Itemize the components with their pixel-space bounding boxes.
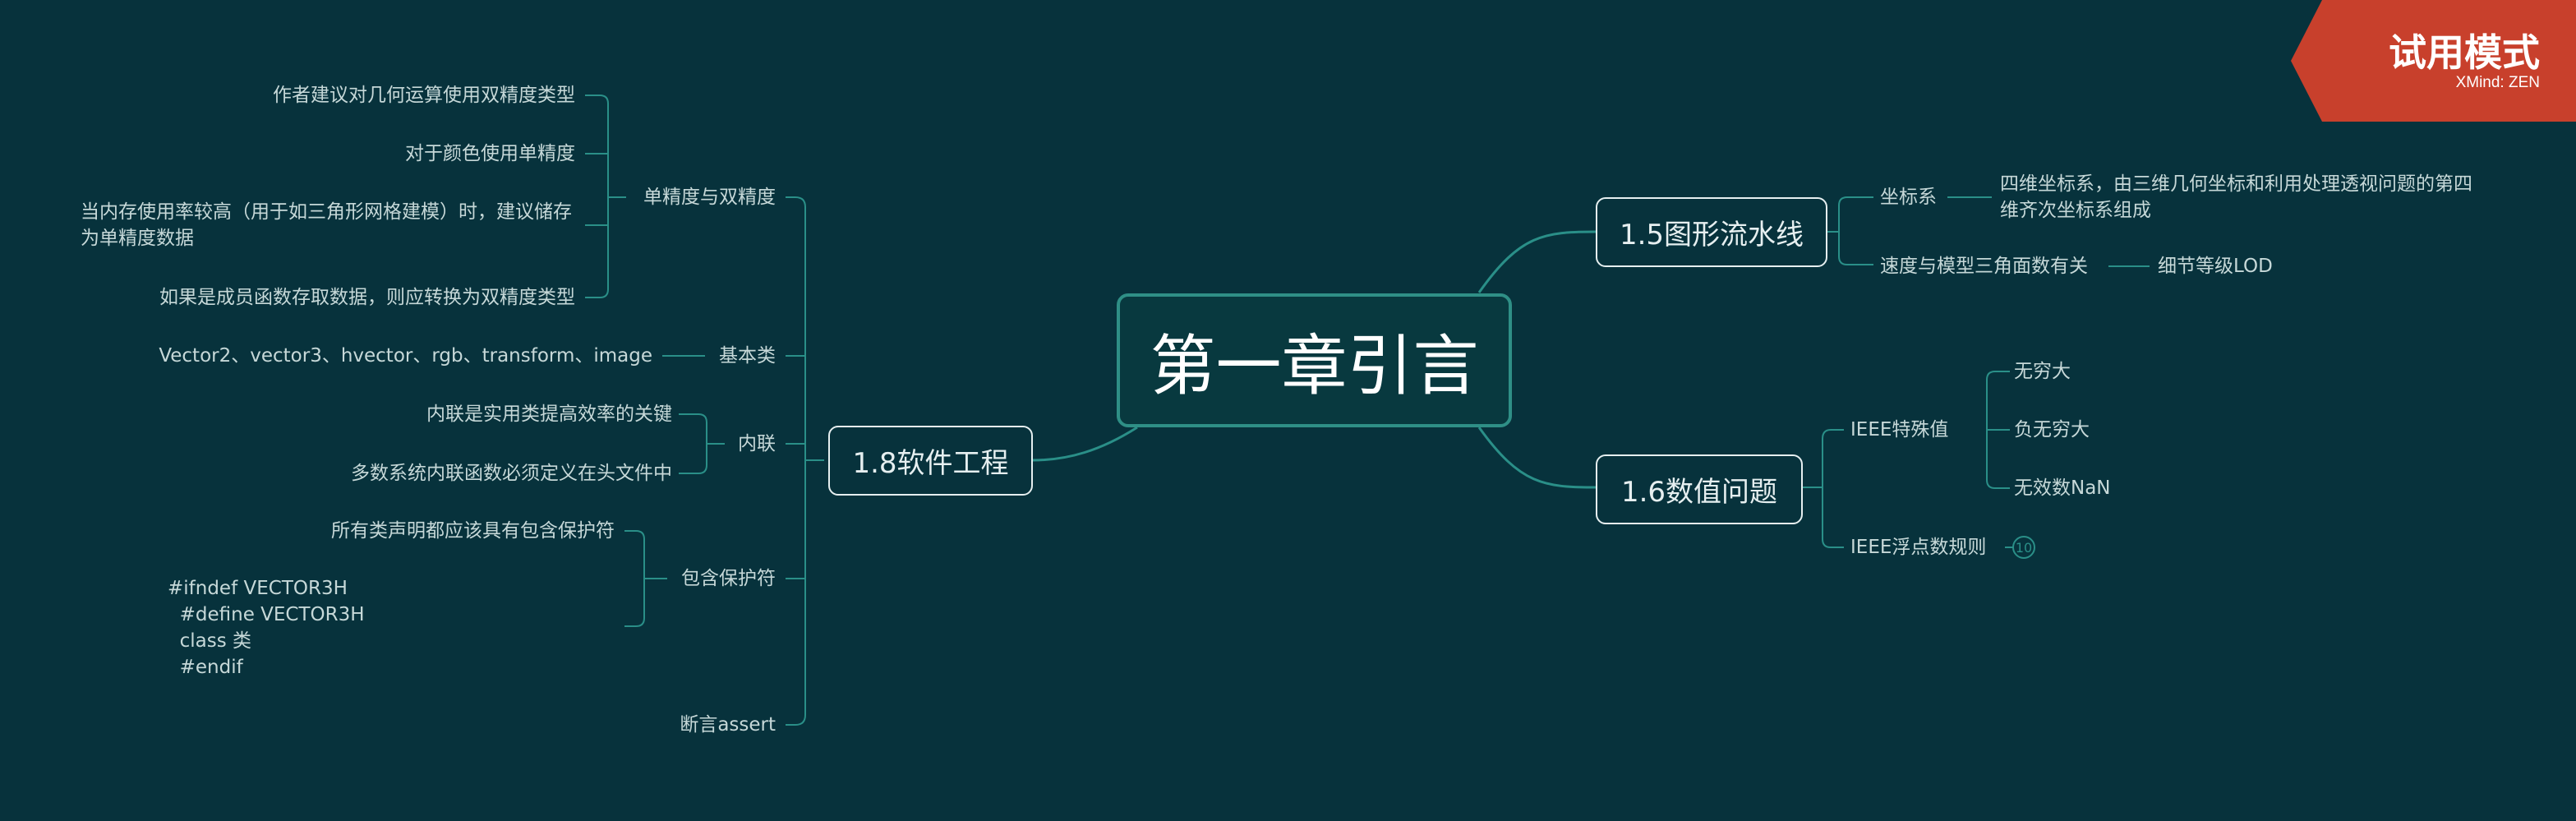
item-nan[interactable]: 无效数NaN <box>2014 477 2111 499</box>
collapsed-count-badge[interactable]: 10 <box>2012 536 2035 559</box>
xmind-brand-label: XMind: ZEN <box>2455 74 2540 91</box>
precision-item-memory-single[interactable]: 当内存使用率较高（用于如三角形网格建模）时，建议储存为单精度数据 <box>81 201 572 249</box>
topic-graphics-pipeline[interactable]: 1.5图形流水线 <box>1596 197 1827 267</box>
subtopic-ieee-special-values[interactable]: IEEE特殊值 <box>1850 419 1949 440</box>
subtopic-coordinate-system[interactable]: 坐标系 <box>1880 187 1937 208</box>
watermark-banner-shape <box>2291 0 2576 122</box>
subtopic-basic-classes[interactable]: 基本类 <box>719 345 776 367</box>
trial-mode-label: 试用模式 <box>2389 30 2540 75</box>
subtopic-assert[interactable]: 断言assert <box>680 714 776 736</box>
topic-numeric-issues[interactable]: 1.6数值问题 <box>1596 454 1803 524</box>
include-guard-item-all-classes[interactable]: 所有类声明都应该具有包含保护符 <box>331 520 615 542</box>
central-topic[interactable]: 第一章引言 <box>1117 293 1512 427</box>
subtopic-speed-triangles[interactable]: 速度与模型三角面数有关 <box>1880 256 2088 277</box>
precision-item-color-single[interactable]: 对于颜色使用单精度 <box>405 143 575 164</box>
coordinate-system-detail-line1[interactable]: 四维坐标系，由三维几何坐标和利用处理透视问题的第四 <box>2000 173 2472 195</box>
subtopic-precision[interactable]: 单精度与双精度 <box>643 187 776 208</box>
coordinate-system-detail-line2[interactable]: 维齐次坐标系组成 <box>2000 200 2151 221</box>
precision-item-geometry-double[interactable]: 作者建议对几何运算使用双精度类型 <box>273 85 575 106</box>
inline-item-efficiency[interactable]: 内联是实用类提高效率的关键 <box>426 404 672 425</box>
inline-item-header-files[interactable]: 多数系统内联函数必须定义在头文件中 <box>351 463 672 484</box>
include-guard-code-sample[interactable]: #ifndef VECTOR3H #define VECTOR3H class … <box>168 578 365 678</box>
subtopic-inline[interactable]: 内联 <box>738 433 776 454</box>
lod-detail[interactable]: 细节等级LOD <box>2158 256 2273 277</box>
subtopic-ieee-float-rules[interactable]: IEEE浮点数规则 <box>1850 537 1987 558</box>
subtopic-include-guard[interactable]: 包含保护符 <box>681 568 776 589</box>
topic-software-engineering[interactable]: 1.8软件工程 <box>828 426 1033 496</box>
item-negative-infinity[interactable]: 负无穷大 <box>2014 419 2090 440</box>
trial-mode-watermark: 试用模式 XMind: ZEN <box>2288 0 2576 122</box>
item-infinity[interactable]: 无穷大 <box>2014 361 2071 382</box>
precision-item-member-double[interactable]: 如果是成员函数存取数据，则应转换为双精度类型 <box>159 287 575 308</box>
basic-classes-list[interactable]: Vector2、vector3、hvector、rgb、transform、im… <box>159 345 652 367</box>
